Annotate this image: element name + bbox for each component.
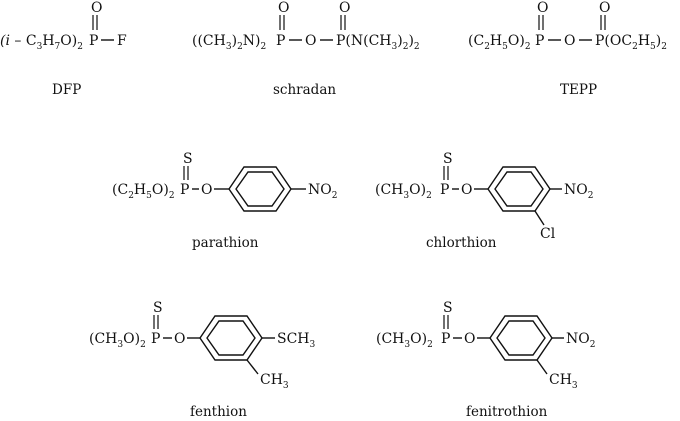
chlorthion-structure: S (CH3O)2 P O NO2 Cl [375, 151, 593, 242]
parathion-nitro-group: NO2 [308, 182, 337, 201]
fenitrothion-methoxy-group: (CH3O)2 [376, 331, 433, 350]
fenitrothion-aryl-oxygen: O [464, 331, 475, 347]
fenitrothion-ring-ch3-bond [536, 359, 548, 375]
parathion-name: parathion [192, 235, 259, 251]
chlorthion-chlorine: Cl [540, 226, 556, 242]
fenitrothion-name: fenitrothion [466, 404, 548, 420]
chlorthion-benzene-inner-ring [494, 171, 544, 207]
fenthion-methyl-group: CH3 [260, 372, 289, 391]
tepp-double-bond-oxygen-2: O [599, 0, 610, 16]
fenitrothion-nitro-group: NO2 [566, 331, 595, 350]
fenthion-benzene-inner-ring [206, 320, 256, 356]
tepp-bridging-oxygen: O [564, 33, 575, 49]
tepp-phosphorus-1: P [535, 33, 544, 49]
schradan-structure: O O ((CH3)2N)2 P O P(N(CH3)2)2 [192, 0, 420, 52]
schradan-double-bond-oxygen-1: O [278, 0, 289, 16]
fenitrothion-double-bond-sulfur: S [443, 300, 453, 316]
fenthion-phosphorus: P [151, 331, 160, 347]
tepp-structure: O O (C2H5O)2 P O P(OC2H5)2 [468, 0, 667, 52]
fenitrothion-methyl-group: CH3 [549, 372, 578, 391]
dfp-double-bond-oxygen: O [91, 0, 102, 16]
tepp-double-bond-oxygen-1: O [537, 0, 548, 16]
fenitrothion-phosphorus: P [441, 331, 450, 347]
fenthion-structure: S (CH3O)2 P O SCH3 CH3 [89, 300, 316, 391]
schradan-phosphorus-1: P [276, 33, 285, 49]
dfp-isopropoxy-group: (i – C3H7O)2 [0, 33, 83, 52]
chlorthion-ring-cl-bond [534, 210, 545, 226]
schradan-left-group: ((CH3)2N)2 [192, 33, 266, 52]
parathion-aryl-oxygen: O [201, 182, 212, 198]
fenthion-ring-ch3-bond [246, 359, 259, 375]
fenthion-double-bond-sulfur: S [153, 300, 163, 316]
dfp-phosphorus: P [89, 33, 98, 49]
parathion-benzene-ring [228, 166, 292, 212]
dfp-name: DFP [52, 82, 81, 98]
fenthion-benzene-ring [199, 315, 263, 361]
chlorthion-phosphorus: P [440, 182, 449, 198]
fenitrothion-structure: S (CH3O)2 P O NO2 CH3 [376, 300, 595, 391]
fenitrothion-benzene-ring [489, 315, 553, 361]
fenthion-methylthio-group: SCH3 [277, 331, 316, 350]
dfp-fluorine: F [117, 33, 127, 49]
parathion-benzene-inner-ring [235, 171, 285, 207]
dfp-structure: O (i – C3H7O)2 P F [0, 0, 127, 52]
parathion-phosphorus: P [180, 182, 189, 198]
fenthion-name: fenthion [190, 404, 247, 420]
schradan-name: schradan [273, 82, 336, 98]
parathion-structure: S (C2H5O)2 P O NO2 [112, 151, 337, 212]
chlorthion-name: chlorthion [426, 235, 497, 251]
tepp-left-group: (C2H5O)2 [468, 33, 531, 52]
chlorthion-double-bond-sulfur: S [443, 151, 453, 167]
fenthion-aryl-oxygen: O [174, 331, 185, 347]
schradan-double-bond-oxygen-2: O [339, 0, 350, 16]
tepp-right-group: P(OC2H5)2 [595, 33, 667, 52]
schradan-right-group: P(N(CH3)2)2 [336, 33, 420, 52]
chlorthion-aryl-oxygen: O [461, 182, 472, 198]
chlorthion-nitro-group: NO2 [564, 182, 593, 201]
schradan-bridging-oxygen: O [305, 33, 316, 49]
parathion-double-bond-sulfur: S [183, 151, 193, 167]
chlorthion-methoxy-group: (CH3O)2 [375, 182, 432, 201]
parathion-ethoxy-group: (C2H5O)2 [112, 182, 175, 201]
fenthion-methoxy-group: (CH3O)2 [89, 331, 146, 350]
fenitrothion-benzene-inner-ring [496, 320, 546, 356]
tepp-name: TEPP [560, 82, 597, 98]
chlorthion-benzene-ring [487, 166, 551, 212]
